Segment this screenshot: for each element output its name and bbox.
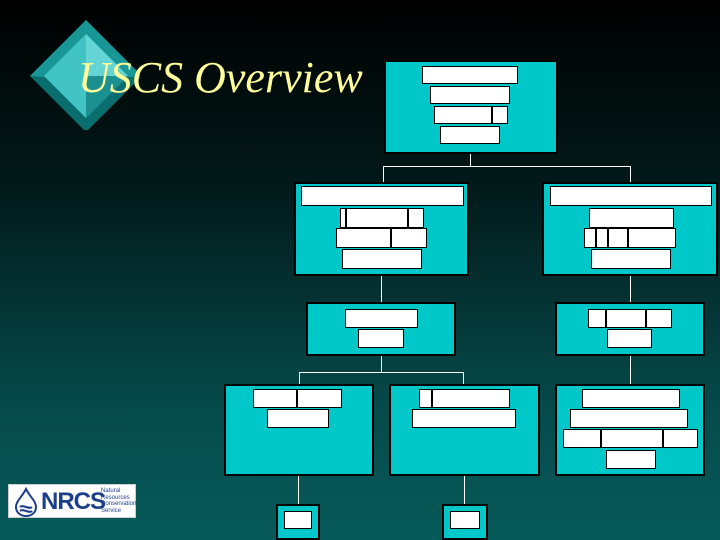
connector-root-horizontal (383, 166, 631, 167)
level2-right-label-bar (596, 228, 608, 248)
level3-right-label-bar (606, 309, 646, 328)
connector-l4b-branch (463, 372, 464, 384)
level5-a-label-bar (284, 511, 312, 529)
level2-left-label-bar (301, 186, 464, 206)
level2-left-label-bar (342, 249, 422, 269)
connector-l4a-branch (299, 372, 300, 384)
level4-b-label-bar (412, 409, 516, 428)
level4-a-label-bar (297, 389, 342, 408)
connector-right-branch (630, 166, 631, 182)
level4-c-label-bar (570, 409, 688, 428)
level2-right-label-bar (608, 228, 628, 248)
level4-a-label-bar (253, 389, 297, 408)
root-label-bar (492, 106, 508, 124)
level2-right-label-bar (550, 186, 712, 206)
level2-left-label-bar (340, 208, 346, 228)
level2-left-label-bar (336, 228, 391, 248)
connector-left-branch (383, 166, 384, 182)
level2-left-label-bar (391, 228, 427, 248)
level4-c-label-bar (582, 389, 680, 408)
level4-c-label-bar (606, 450, 656, 469)
connector-left-l3-horizontal (299, 372, 464, 373)
connector-right-l3-l4 (630, 356, 631, 384)
level5-b-label-bar (450, 511, 480, 529)
root-label-bar (422, 66, 518, 84)
connector-right-l2-l3 (630, 276, 631, 303)
level2-right-label-bar (584, 228, 596, 248)
level5-b-box (442, 504, 488, 540)
connector-l4b-l5 (464, 476, 465, 504)
level3-right-label-bar (646, 309, 672, 328)
level2-right-label-bar (589, 208, 674, 228)
level4-c-label-bar (663, 429, 698, 448)
logo-abbreviation: NRCS (41, 488, 106, 515)
root-label-bar (440, 126, 500, 144)
slide-title: USCS Overview (78, 53, 363, 102)
level4-c-label-bar (563, 429, 601, 448)
level3-left-label-bar (345, 309, 418, 328)
nrcs-logo: NRCS Natural Resources Conservation Serv… (8, 484, 136, 518)
root-label-bar (434, 106, 492, 124)
level4-b-label-bar (432, 389, 510, 408)
root-label-bar (430, 86, 510, 104)
logo-agency-name: Natural Resources Conservation Service (101, 488, 137, 514)
connector-left-l3-down (381, 356, 382, 372)
connector-left-l2-l3 (381, 276, 382, 303)
connector-root-down (470, 152, 471, 166)
level3-right-label-bar (607, 329, 652, 348)
water-drop-icon (14, 487, 38, 517)
level4-b-box (389, 384, 540, 476)
level2-left-label-bar (408, 208, 424, 228)
level3-right-label-bar (588, 309, 606, 328)
level2-left-label-bar (346, 208, 408, 228)
diamond-bullet-icon (30, 20, 140, 130)
level4-b-label-bar (419, 389, 432, 408)
level3-left-label-bar (358, 329, 404, 348)
level2-right-label-bar (591, 249, 671, 269)
connector-l4a-l5 (298, 476, 299, 504)
level2-right-label-bar (628, 228, 676, 248)
level4-a-label-bar (267, 409, 329, 428)
level4-c-label-bar (601, 429, 663, 448)
